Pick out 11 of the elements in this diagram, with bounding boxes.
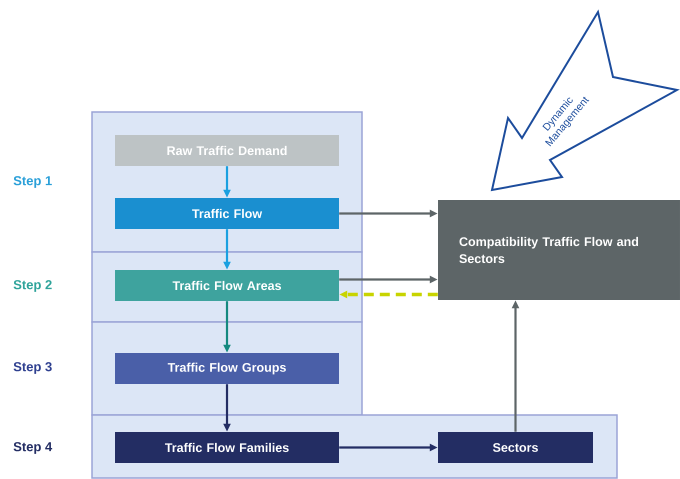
step-label: Step 2 — [14, 280, 52, 292]
step-label: Step 1 — [14, 176, 52, 188]
process-box: Traffic Flow Areas — [115, 270, 339, 301]
process-box: Sectors — [438, 432, 593, 463]
process-box: Traffic Flow Families — [115, 432, 339, 463]
process-box: Compatibility Traffic Flow and Sectors — [438, 200, 680, 300]
step-label: Step 4 — [14, 442, 52, 454]
process-box: Raw Traffic Demand — [115, 135, 339, 166]
process-box: Traffic Flow — [115, 198, 339, 229]
step-label: Step 3 — [14, 362, 52, 374]
process-box: Traffic Flow Groups — [115, 353, 339, 384]
